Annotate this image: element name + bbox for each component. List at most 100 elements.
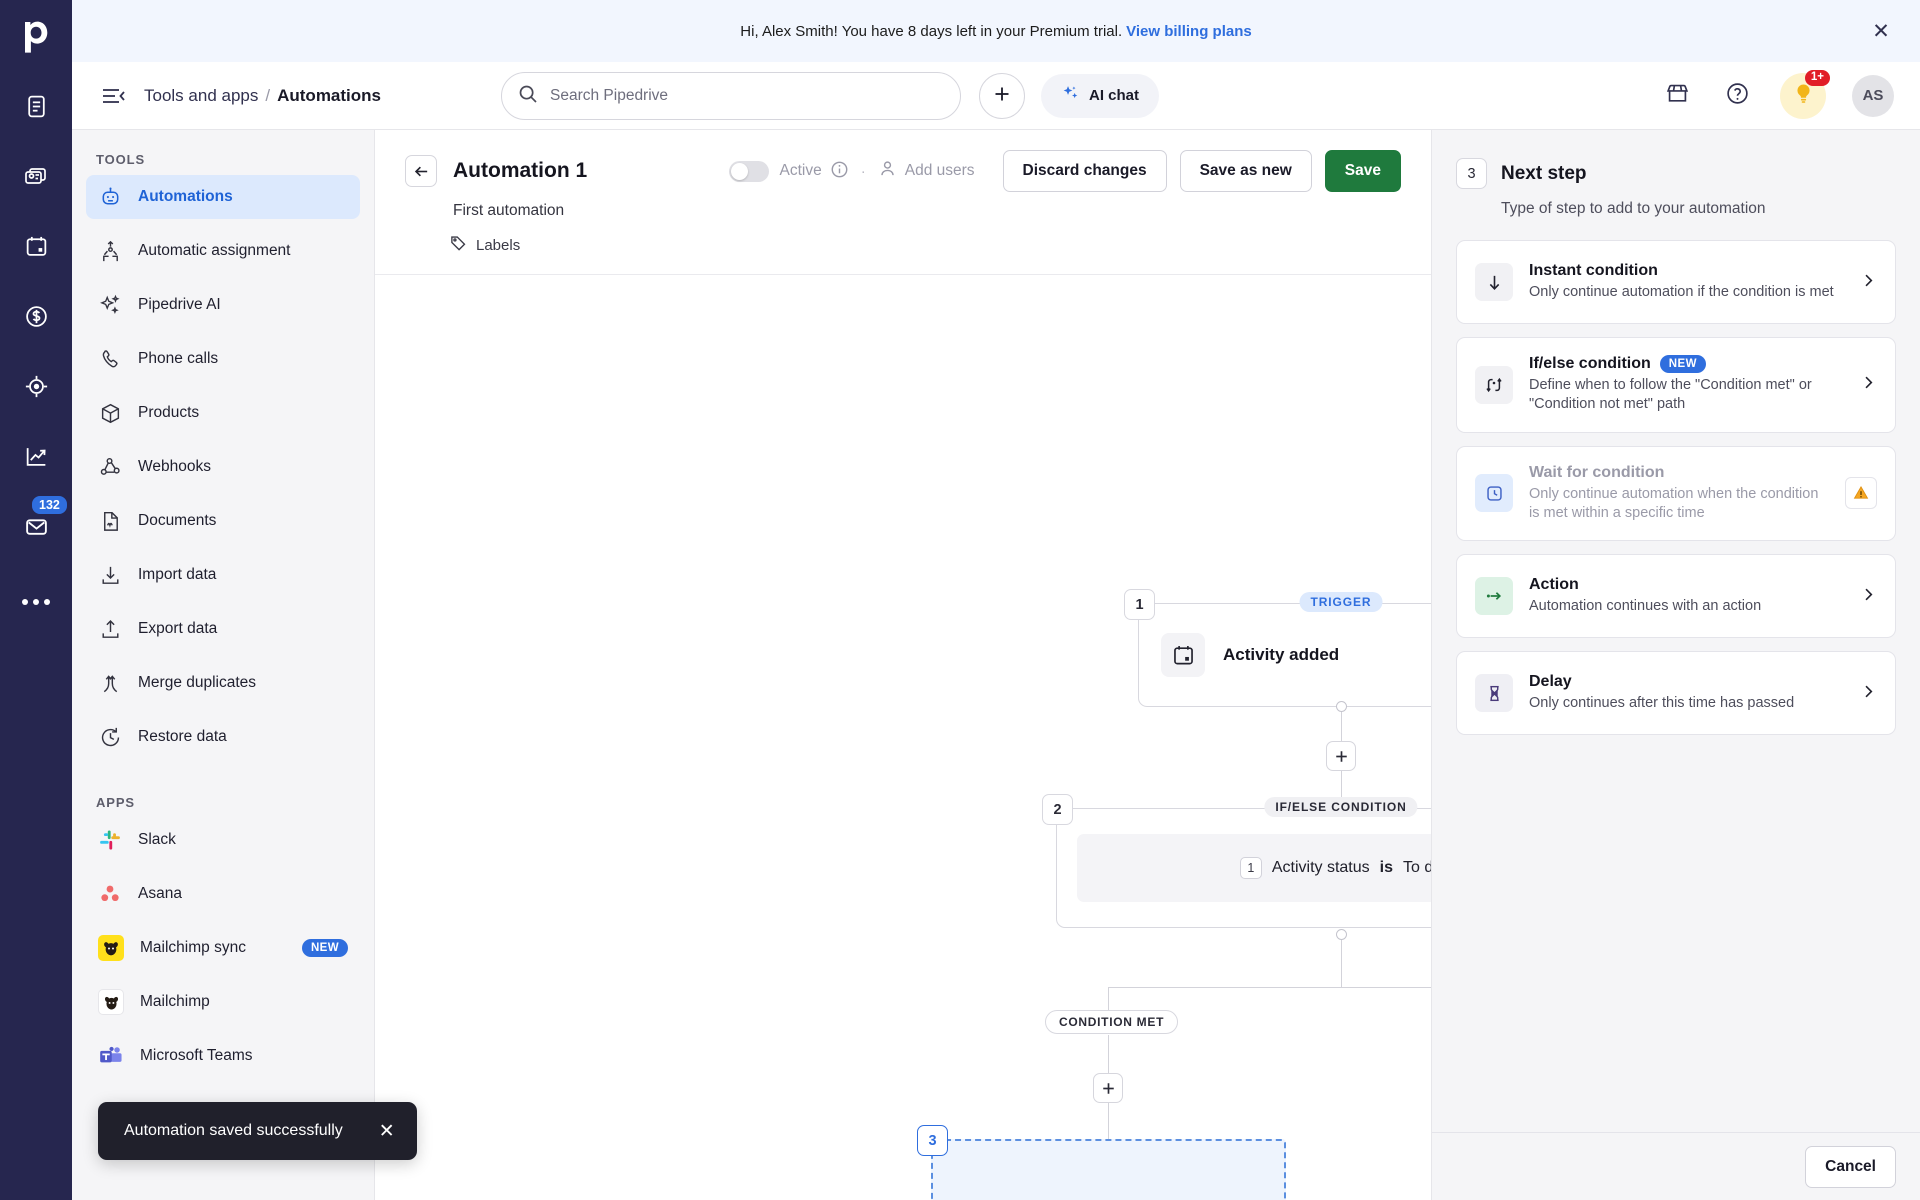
- rail-item-mail[interactable]: 132: [12, 494, 69, 550]
- deals-dollar-icon: [24, 304, 49, 329]
- contacts-icon: [23, 163, 49, 189]
- info-icon[interactable]: [830, 160, 849, 183]
- chevron-right-icon: [1860, 586, 1877, 607]
- tips-count-badge: 1+: [1804, 69, 1830, 87]
- sidebar-item-microsoft-teams[interactable]: Microsoft Teams: [86, 1034, 360, 1078]
- close-icon[interactable]: ✕: [378, 1120, 395, 1142]
- sidebar-item-label: Merge duplicates: [138, 674, 257, 691]
- view-billing-plans-link[interactable]: View billing plans: [1126, 22, 1252, 40]
- main-column: Tools and apps / Automations AI cha: [72, 0, 1920, 1200]
- save-as-new-button[interactable]: Save as new: [1179, 150, 1312, 192]
- active-label: Active: [779, 162, 822, 179]
- sidebar-item-mailchimp-sync[interactable]: Mailchimp sync NEW: [86, 926, 360, 970]
- sidebar-item-mailchimp[interactable]: Mailchimp: [86, 980, 360, 1024]
- condition-row[interactable]: 1 Activity status is To do: [1077, 834, 1431, 902]
- chevron-right-icon: [1860, 272, 1877, 293]
- next-step-footer: Cancel: [1432, 1132, 1920, 1200]
- rail-item-deals[interactable]: [12, 292, 60, 340]
- step-card-text: Action Automation continues with an acti…: [1529, 576, 1844, 616]
- marketplace-button[interactable]: [1660, 79, 1694, 113]
- campaigns-target-icon: [24, 374, 49, 399]
- add-users-button[interactable]: Add users: [878, 159, 975, 183]
- step-dropzone[interactable]: 3: [917, 1125, 1286, 1200]
- sidebar-item-asana[interactable]: Asana: [86, 872, 360, 916]
- step-card-name: Delay: [1529, 672, 1572, 690]
- avatar[interactable]: AS: [1852, 74, 1894, 117]
- sidebar-item-webhooks[interactable]: Webhooks: [86, 445, 360, 489]
- rail-item-more[interactable]: [12, 578, 60, 626]
- rail-item-leads[interactable]: [12, 82, 60, 130]
- step-card-desc: Only continues after this time has passe…: [1529, 694, 1795, 711]
- step-card-delay[interactable]: Delay Only continues after this time has…: [1456, 651, 1896, 736]
- rail-item-contacts[interactable]: [12, 152, 60, 200]
- sidebar-item-restore-data[interactable]: Restore data: [86, 715, 360, 759]
- marketplace-icon: [1665, 81, 1690, 110]
- warning-triangle-icon[interactable]: [1845, 477, 1877, 510]
- rail-item-insights[interactable]: [12, 432, 60, 480]
- search-input[interactable]: [550, 86, 944, 105]
- sidebar-item-products[interactable]: Products: [86, 391, 360, 435]
- action-arrow-icon: [1475, 577, 1513, 616]
- sidebar-item-documents[interactable]: Documents: [86, 499, 360, 543]
- sidebar-item-label: Automatic assignment: [138, 242, 291, 259]
- toast-message: Automation saved successfully: [124, 1122, 343, 1139]
- close-icon[interactable]: ✕: [1872, 19, 1890, 43]
- step-card-wait-for-condition: Wait for condition Only continue automat…: [1456, 445, 1896, 542]
- sparkles-icon: [1061, 84, 1080, 107]
- plus-icon: [992, 84, 1012, 108]
- condition-node[interactable]: 2 IF/ELSE CONDITION 1 Activity status is…: [1042, 794, 1431, 928]
- search-box[interactable]: [501, 71, 961, 120]
- add-step-button-condition-met[interactable]: [1093, 1073, 1123, 1103]
- add-step-button-1[interactable]: [1326, 741, 1356, 771]
- toast-notification: Automation saved successfully ✕: [98, 1102, 417, 1160]
- breadcrumb: Tools and apps / Automations: [144, 86, 381, 106]
- step-card-instant-condition[interactable]: Instant condition Only continue automati…: [1456, 240, 1896, 324]
- active-toggle[interactable]: [728, 160, 769, 182]
- sidebar-item-phone-calls[interactable]: Phone calls: [86, 337, 360, 381]
- step-card-text: Wait for condition Only continue automat…: [1529, 464, 1829, 524]
- trigger-node[interactable]: 1 TRIGGER Activity added: [1124, 589, 1431, 707]
- quick-add-button[interactable]: [979, 72, 1025, 119]
- sidebar-item-label: Asana: [138, 885, 182, 902]
- sidebar-item-automatic-assignment[interactable]: Automatic assignment: [86, 229, 360, 273]
- connector-condition-split: [1341, 935, 1342, 987]
- sidebar-item-label: Automations: [138, 188, 233, 205]
- cancel-button[interactable]: Cancel: [1805, 1145, 1896, 1188]
- tips-button[interactable]: 1+: [1780, 69, 1830, 119]
- condition-operator: is: [1379, 859, 1393, 876]
- rail-item-calendar[interactable]: [12, 222, 60, 270]
- breadcrumb-tools-and-apps[interactable]: Tools and apps: [144, 85, 259, 105]
- pipedrive-logo[interactable]: [14, 14, 58, 60]
- sidebar-item-label: Pipedrive AI: [138, 296, 221, 313]
- discard-changes-button[interactable]: Discard changes: [1002, 150, 1167, 192]
- hamburger-icon[interactable]: [98, 81, 128, 111]
- lightbulb-icon: [1792, 82, 1815, 109]
- condition-row-number: 1: [1239, 857, 1262, 879]
- connector-branch-left: [1108, 987, 1109, 1021]
- sidebar-item-merge-duplicates[interactable]: Merge duplicates: [86, 661, 360, 705]
- mail-unread-badge: 132: [30, 494, 69, 517]
- back-arrow-icon[interactable]: [405, 155, 437, 187]
- step-card-ifelse-condition[interactable]: If/else condition NEW Define when to fol…: [1456, 337, 1896, 433]
- rail-item-campaigns[interactable]: [12, 362, 60, 410]
- sidebar-item-import-data[interactable]: Import data: [86, 553, 360, 597]
- step-card-action[interactable]: Action Automation continues with an acti…: [1456, 554, 1896, 639]
- add-users-label: Add users: [904, 162, 975, 179]
- ai-chat-button[interactable]: AI chat: [1041, 73, 1160, 118]
- save-button[interactable]: Save: [1324, 150, 1401, 192]
- sidebar-item-automations[interactable]: Automations: [86, 175, 360, 219]
- page-title: Automation 1: [453, 159, 588, 182]
- sidebar-item-slack[interactable]: Slack: [86, 818, 360, 862]
- help-button[interactable]: [1720, 79, 1754, 113]
- restore-clock-icon: [98, 725, 122, 749]
- labels-button[interactable]: Labels: [449, 234, 1401, 256]
- next-step-panel: 3 Next step Type of step to add to your …: [1431, 130, 1920, 1200]
- sidebar-item-export-data[interactable]: Export data: [86, 607, 360, 651]
- new-badge: NEW: [301, 939, 348, 957]
- trigger-output-port: [1335, 701, 1347, 712]
- step-card-name: Action: [1529, 575, 1579, 593]
- step-number-badge: 3: [1456, 158, 1487, 189]
- connector-branch-horizontal: [1108, 987, 1431, 988]
- automation-canvas[interactable]: 1 TRIGGER Activity added: [375, 275, 1431, 1200]
- sidebar-item-pipedrive-ai[interactable]: Pipedrive AI: [86, 283, 360, 327]
